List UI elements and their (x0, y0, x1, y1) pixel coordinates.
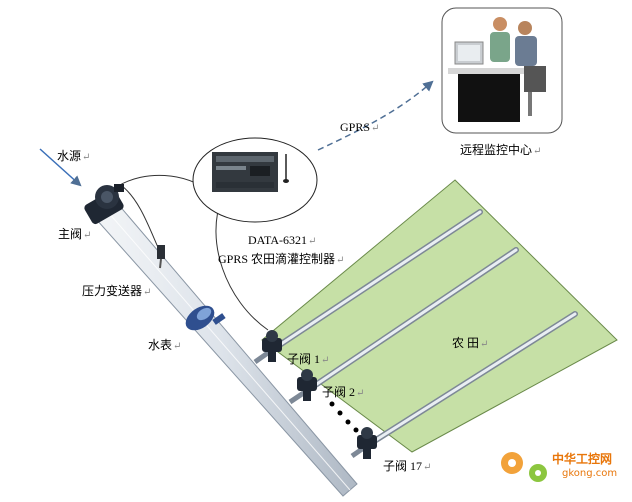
sub-valve-1-label: 子阀 1↵ (287, 352, 330, 366)
sub-valve-2-icon (297, 369, 317, 401)
water-source-label: 水源↵ (57, 149, 91, 163)
sub-valve-17-icon (357, 427, 377, 459)
controller-name-label: GPRS 农田滴灌控制器↵ (218, 252, 345, 266)
water-meter-label: 水表↵ (148, 338, 182, 352)
sub-valve-1-icon (262, 330, 282, 362)
watermark-gear-icon (501, 452, 547, 482)
water-flow-arrow (39, 148, 82, 187)
water-meter-icon (185, 305, 226, 331)
remote-center-illustration (441, 7, 563, 134)
sub-valve-17-label: 子阀 17↵ (383, 459, 432, 473)
farmland-area (261, 179, 618, 453)
lateral-pipes (253, 209, 578, 459)
controller-callout (192, 137, 318, 223)
controller-model-label: DATA-6321↵ (248, 233, 317, 247)
gprs-link-arrow (317, 80, 434, 151)
pressure-transmitter-icon (157, 245, 165, 269)
main-valve-icon (84, 184, 124, 225)
sub-valve-2-label: 子阀 2↵ (322, 385, 365, 399)
watermark-url: gkong.com (562, 468, 618, 479)
gprs-label: GPRS↵ (340, 120, 380, 134)
ellipsis-dots (329, 401, 359, 433)
farmland-label: 农 田↵ (452, 336, 489, 350)
remote-center-label: 远程监控中心↵ (460, 143, 542, 157)
watermark-title: 中华工控网 (552, 452, 613, 466)
pressure-transmitter-label: 压力变送器↵ (82, 284, 152, 298)
main-valve-label: 主阀↵ (58, 227, 92, 241)
